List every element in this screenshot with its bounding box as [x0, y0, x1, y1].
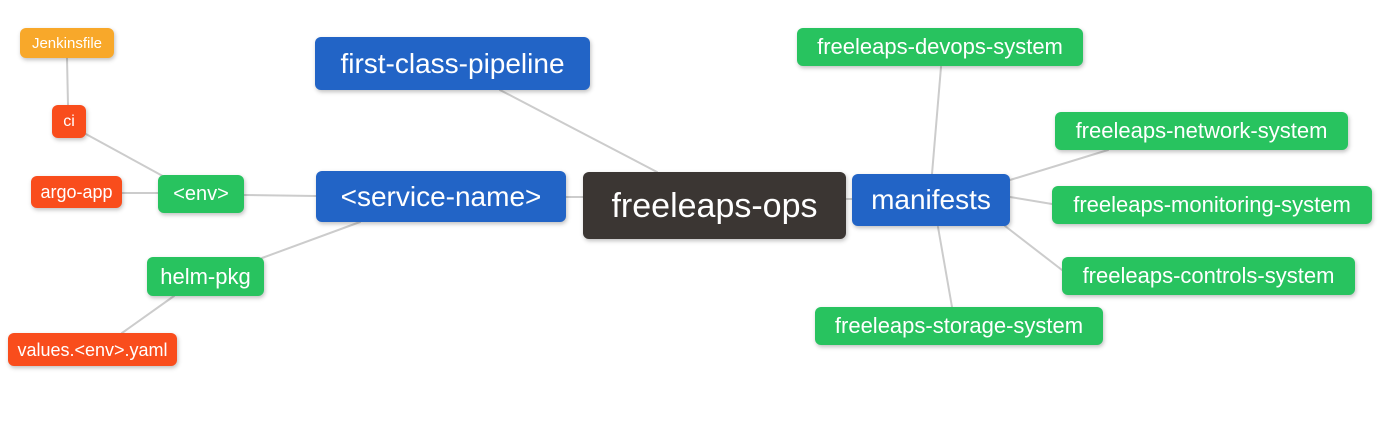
mindmap-node-freeleaps-ops[interactable]: freeleaps-ops — [583, 172, 846, 239]
mindmap-node-storage-system[interactable]: freeleaps-storage-system — [815, 307, 1103, 345]
edge-env-to-service-name — [243, 194, 317, 197]
edge-helm-pkg-to-service-name — [261, 221, 361, 259]
mindmap-node-service-name[interactable]: <service-name> — [316, 171, 566, 222]
mindmap-node-argo-app[interactable]: argo-app — [31, 176, 122, 208]
mindmap-node-first-class-pipeline[interactable]: first-class-pipeline — [315, 37, 590, 90]
edge-first-class-pipeline-to-freeleaps-ops — [499, 89, 658, 173]
mindmap-node-values-env-yaml[interactable]: values.<env>.yaml — [8, 333, 177, 366]
mindmap-node-network-system[interactable]: freeleaps-network-system — [1055, 112, 1348, 150]
edge-ci-to-env — [83, 132, 171, 181]
edge-manifests-to-network-system — [1009, 149, 1109, 181]
edge-manifests-to-monitoring-system — [1009, 196, 1053, 205]
edge-jenkinsfile-to-ci — [66, 57, 69, 106]
edge-devops-system-to-manifests — [931, 66, 942, 175]
mindmap-node-devops-system[interactable]: freeleaps-devops-system — [797, 28, 1083, 66]
mindmap-node-manifests[interactable]: manifests — [852, 174, 1010, 226]
edge-manifests-to-controls-system — [1004, 225, 1063, 271]
mindmap-node-controls-system[interactable]: freeleaps-controls-system — [1062, 257, 1355, 295]
edge-values-env-yaml-to-helm-pkg — [121, 295, 175, 334]
mindmap-node-helm-pkg[interactable]: helm-pkg — [147, 257, 264, 296]
edge-manifests-to-storage-system — [937, 226, 953, 308]
mindmap-node-monitoring-system[interactable]: freeleaps-monitoring-system — [1052, 186, 1372, 224]
mindmap-node-ci[interactable]: ci — [52, 105, 86, 138]
mindmap-node-env[interactable]: <env> — [158, 175, 244, 213]
mindmap-node-jenkinsfile[interactable]: Jenkinsfile — [20, 28, 114, 58]
